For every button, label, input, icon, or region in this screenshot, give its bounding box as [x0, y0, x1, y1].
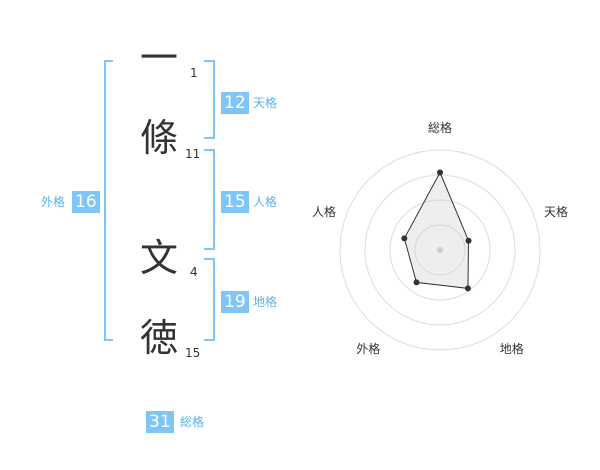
stroke-count-3: 4	[190, 265, 198, 279]
radar-axis-label-0: 総格	[427, 121, 453, 135]
radar-axis-label-4: 人格	[311, 205, 336, 220]
radar-point-3	[413, 279, 420, 286]
radar-axis-label-2: 地格	[499, 341, 524, 356]
tenkaku-value: 12	[221, 92, 249, 114]
name-char-1: 一	[139, 36, 178, 80]
radar-ring-4	[339, 149, 541, 351]
radar-data-polygon	[403, 171, 470, 289]
radar-ring-1	[414, 224, 466, 276]
jinkaku-value: 15	[221, 191, 249, 213]
gaikaku-label: 外格	[41, 195, 66, 209]
jinkaku-label: 人格	[253, 195, 278, 209]
chikaku-label: 地格	[253, 295, 278, 309]
radar-axis-label-3: 外格	[356, 341, 381, 356]
radar-axis-label-1: 天格	[544, 205, 569, 220]
jinkaku-bracket	[204, 149, 215, 250]
tenkaku-label: 天格	[253, 96, 278, 110]
radar-point-1	[465, 237, 472, 244]
tenkaku-bracket	[204, 60, 215, 139]
radar-point-2	[464, 285, 471, 292]
radar-center-dot	[437, 247, 443, 253]
radar-ring-2	[389, 199, 491, 301]
gaikaku-bracket	[104, 60, 113, 341]
name-char-2: 條	[139, 116, 178, 160]
radar-point-4	[401, 235, 408, 242]
stroke-count-4: 15	[185, 346, 201, 360]
stroke-count-1: 1	[190, 66, 198, 80]
soukaku-label: 総格	[180, 415, 205, 429]
radar-point-0	[437, 169, 443, 176]
name-char-3: 文	[139, 236, 178, 280]
soukaku-value: 31	[146, 411, 174, 433]
name-char-4: 徳	[139, 316, 178, 360]
chikaku-bracket	[204, 258, 215, 341]
gaikaku-value: 16	[72, 191, 100, 213]
stroke-count-2: 11	[185, 147, 201, 161]
chikaku-value: 19	[221, 291, 249, 313]
